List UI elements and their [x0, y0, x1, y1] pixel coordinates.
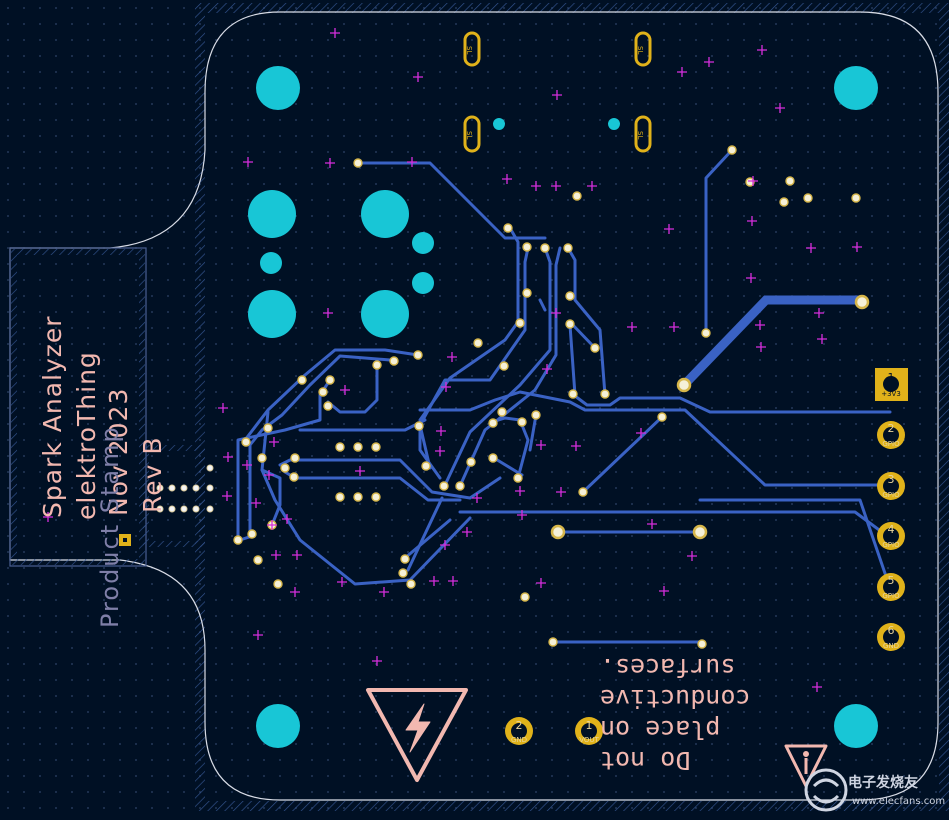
- slot-label: SL: [636, 46, 644, 54]
- warning-text: Do not place on conductive surfaces.: [600, 653, 751, 775]
- pin-number: 1: [888, 371, 895, 384]
- pin-number: 5: [888, 574, 895, 587]
- pin-label: GPIO: [882, 592, 900, 600]
- watermark-logo-icon: [804, 768, 848, 812]
- pin-label: VOUT: [579, 736, 599, 744]
- edge-connector-vias: [156, 464, 214, 513]
- copper-traces: [236, 148, 892, 644]
- vias: [233, 145, 861, 649]
- pin-label: +3V3: [881, 390, 901, 398]
- watermark-text: 电子发烧友: [848, 775, 918, 791]
- pin-number: 1: [586, 719, 593, 732]
- slotted-pads: [463, 31, 652, 153]
- pin-label: GPIO: [882, 491, 900, 499]
- output-pads: [505, 717, 603, 745]
- pin-label: GPIO: [882, 541, 900, 549]
- mounting-holes: [248, 66, 878, 748]
- large-vias: [550, 294, 870, 540]
- gpio-header: [875, 368, 908, 651]
- pin-number: 6: [888, 624, 895, 637]
- info-warning-icon: [784, 744, 828, 788]
- board-outline: [9, 3, 949, 811]
- pin-number: 3: [888, 473, 895, 486]
- pin-number: 2: [516, 719, 523, 732]
- revision-label: Rev B: [138, 436, 167, 513]
- pin-number: 2: [888, 422, 895, 435]
- slot-label: SL: [465, 46, 473, 54]
- watermark-url: www.elecfans.com: [852, 796, 946, 807]
- product-stamp-label: Product Stamp: [96, 425, 124, 628]
- placement-markers: [43, 28, 862, 692]
- pin-label: GPIO: [882, 440, 900, 448]
- product-name: Spark Analyzer: [38, 315, 67, 518]
- power-trace: [679, 295, 867, 390]
- pin-label: GND: [511, 736, 527, 744]
- slot-label: SL: [465, 131, 473, 139]
- slot-label: SL: [636, 131, 644, 139]
- high-voltage-warning-icon: [366, 688, 468, 782]
- pin-label: GND: [883, 642, 899, 650]
- pin-number: 4: [888, 523, 895, 536]
